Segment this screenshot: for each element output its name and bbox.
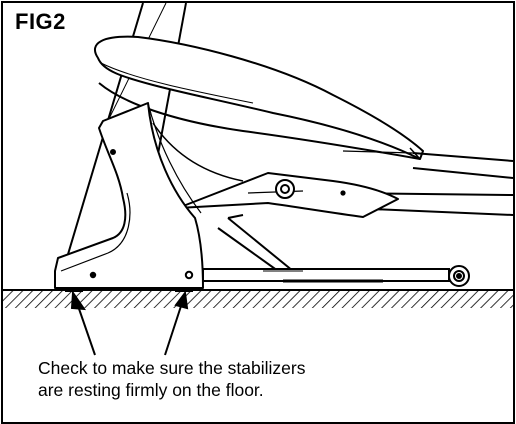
arrows <box>70 290 189 356</box>
base-frame <box>202 268 450 283</box>
stabilizer-feet <box>65 288 193 292</box>
caption-line-2: are resting firmly on the floor. <box>38 380 264 400</box>
caption-line-1: Check to make sure the stabilizers <box>38 358 306 378</box>
figure-label: FIG2 <box>13 9 68 34</box>
motor-hood <box>93 35 424 182</box>
pivot-arm <box>177 172 399 218</box>
rear-wheel <box>448 265 470 287</box>
lower-brace <box>217 214 294 272</box>
floor <box>3 289 513 308</box>
caption: Check to make sure the stabilizers are r… <box>38 357 305 401</box>
side-frame <box>54 102 204 289</box>
treadmill-drawing <box>3 3 513 356</box>
